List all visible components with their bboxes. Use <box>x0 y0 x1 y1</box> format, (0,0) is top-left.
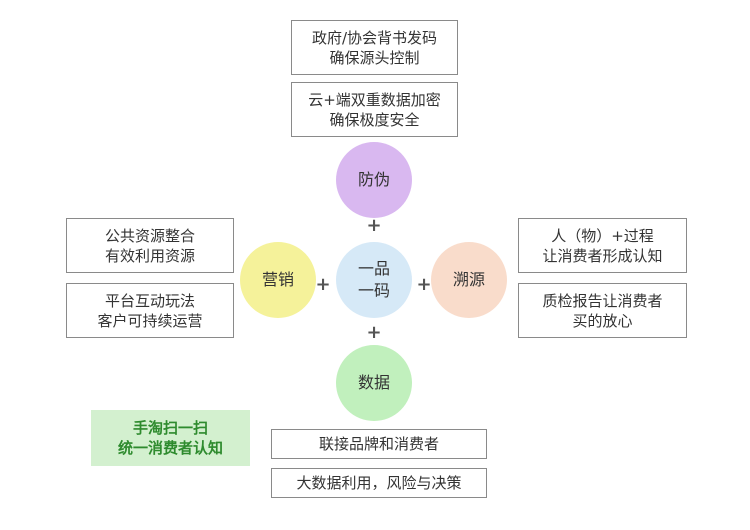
plus-icon-left: + <box>315 274 331 295</box>
bottom-box-big-data: 大数据利用，风险与决策 <box>271 468 487 498</box>
highlight-line1: 手淘扫一扫 <box>132 419 208 437</box>
plus-icon-bottom: + <box>366 322 382 343</box>
right-box-1-line1: 人（物）+过程 <box>551 226 654 245</box>
left-box-2-line2: 客户可持续运营 <box>97 311 203 330</box>
left-box-platform-interaction: 平台互动玩法 客户可持续运营 <box>66 283 234 338</box>
node-traceability-label: 溯源 <box>452 270 485 289</box>
top-box-2-line1: 云+端双重数据加密 <box>308 90 441 109</box>
center-node: 一品 一码 <box>336 242 412 318</box>
highlight-taobao-scan: 手淘扫一扫 统一消费者认知 <box>91 410 250 466</box>
top-box-1-line1: 政府/协会背书发码 <box>311 28 438 47</box>
center-node-line2: 一码 <box>357 281 390 300</box>
left-box-resource-integration: 公共资源整合 有效利用资源 <box>66 218 234 273</box>
plus-icon-top: + <box>366 215 382 236</box>
right-box-quality-report: 质检报告让消费者 买的放心 <box>518 283 687 338</box>
node-anticounterfeit: 防伪 <box>336 142 412 218</box>
node-data-label: 数据 <box>357 373 390 392</box>
node-marketing: 营销 <box>240 242 316 318</box>
right-box-1-line2: 让消费者形成认知 <box>542 246 663 265</box>
plus-icon-right: + <box>416 274 432 295</box>
node-marketing-label: 营销 <box>261 270 294 289</box>
right-box-process-awareness: 人（物）+过程 让消费者形成认知 <box>518 218 687 273</box>
right-box-2-line1: 质检报告让消费者 <box>542 291 663 310</box>
highlight-line2: 统一消费者认知 <box>117 439 223 457</box>
center-node-line1: 一品 <box>357 259 390 278</box>
left-box-1-line1: 公共资源整合 <box>104 226 195 245</box>
left-box-1-line2: 有效利用资源 <box>104 246 195 265</box>
bottom-box-connect-brand: 联接品牌和消费者 <box>271 429 487 459</box>
node-traceability: 溯源 <box>431 242 507 318</box>
node-data: 数据 <box>336 345 412 421</box>
left-box-2-line1: 平台互动玩法 <box>104 291 195 310</box>
top-box-2-line2: 确保极度安全 <box>329 110 420 129</box>
bottom-box-1-line1: 联接品牌和消费者 <box>318 435 439 453</box>
top-box-anticounterfeit-endorsement: 政府/协会背书发码 确保源头控制 <box>291 20 458 75</box>
bottom-box-2-line1: 大数据利用，风险与决策 <box>296 474 462 492</box>
top-box-1-line2: 确保源头控制 <box>329 48 420 67</box>
node-anticounterfeit-label: 防伪 <box>357 170 390 189</box>
right-box-2-line2: 买的放心 <box>572 311 633 330</box>
top-box-encryption: 云+端双重数据加密 确保极度安全 <box>291 82 458 137</box>
